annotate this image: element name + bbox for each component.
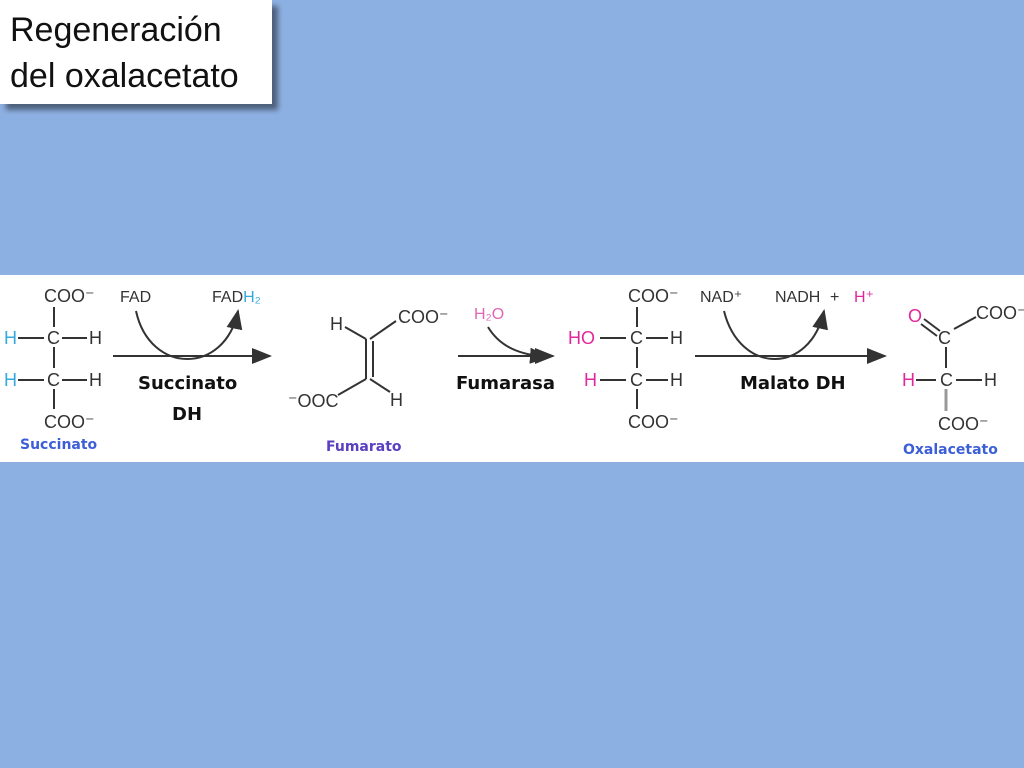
enzyme-2: Fumarasa [456, 373, 555, 394]
fad-label: FAD [120, 289, 151, 306]
succinato-h-right-2: H [89, 370, 102, 390]
reaction-strip: COO⁻ C H H C H H COO⁻ Succinato FAD FADH… [0, 275, 1024, 462]
fumarato-label: Fumarato [326, 439, 402, 455]
malato-c1: C [630, 328, 643, 348]
oxalacetato-c1: C [938, 328, 951, 348]
malato-coo-top: COO⁻ [628, 286, 679, 306]
oxalacetato-coo-bottom: COO⁻ [938, 414, 989, 434]
enzyme-1-line-1: Succinato [138, 373, 237, 394]
reaction-diagram: COO⁻ C H H C H H COO⁻ Succinato FAD FADH… [4, 286, 1024, 458]
fumarato-h-bottom: H [390, 390, 403, 410]
malato-h-right-1: H [670, 328, 683, 348]
fadh2-h2-part: H₂ [243, 289, 261, 306]
reaction-1: FAD FADH₂ Succinato DH [113, 289, 272, 425]
fumarato-ooc-bottom: ⁻OOC [288, 391, 339, 411]
enzyme-3: Malato DH [740, 373, 846, 394]
malato-structure: COO⁻ HO C H H C H COO⁻ [568, 286, 683, 432]
fumarato-structure: H COO⁻ ⁻OOC H Fumarato [288, 307, 449, 455]
nadh-label: NADH [775, 289, 820, 306]
succinato-c2: C [47, 370, 60, 390]
oxalacetato-coo-top: COO⁻ [976, 303, 1024, 323]
bond [337, 378, 367, 396]
double-bond-b [920, 323, 938, 337]
succinato-c1: C [47, 328, 60, 348]
oxalacetato-h-right: H [984, 370, 997, 390]
water-label: H₂O [474, 306, 504, 323]
reaction-2: H₂O Fumarasa [456, 306, 555, 394]
fadh2-text: FADH₂ [212, 289, 261, 306]
bond [369, 320, 397, 340]
plus-sign: + [830, 289, 839, 306]
oxalacetato-h-left: H [902, 370, 915, 390]
fadh2-label: FADH₂ [212, 289, 261, 306]
reaction-3: NAD⁺ NADH + H⁺ Malato DH [695, 289, 887, 394]
bond [369, 378, 391, 393]
nad-label: NAD⁺ [700, 289, 742, 306]
malato-h-left-2: H [584, 370, 597, 390]
title-line-2: del oxalacetato [10, 57, 239, 95]
fumarato-h-top: H [330, 314, 343, 334]
bond [344, 326, 367, 340]
oxalacetato-label: Oxalacetato [903, 442, 998, 458]
fadh2-fad-part: FAD [212, 289, 243, 306]
title-line-1: Regeneración [10, 11, 222, 49]
malato-c2: C [630, 370, 643, 390]
malato-ho: HO [568, 328, 595, 348]
proton-label: H⁺ [854, 289, 874, 306]
fumarato-coo-top: COO⁻ [398, 307, 449, 327]
oxalacetato-o: O [908, 306, 922, 326]
double-bond-a [923, 318, 941, 332]
water-curve-arrow [487, 326, 550, 364]
succinato-h-left-1: H [4, 328, 17, 348]
succinato-coo-bottom: COO⁻ [44, 412, 95, 432]
succinato-coo-top: COO⁻ [44, 286, 95, 306]
oxalacetato-c2: C [940, 370, 953, 390]
fad-curve-arrow [135, 309, 243, 360]
oxalacetato-structure: O C COO⁻ H C H COO⁻ Oxalacetato [902, 303, 1024, 458]
nad-curve-arrow [723, 309, 828, 360]
enzyme-1-line-2: DH [172, 404, 202, 425]
succinato-h-left-2: H [4, 370, 17, 390]
succinato-label: Succinato [20, 437, 98, 453]
succinato-h-right-1: H [89, 328, 102, 348]
succinato-structure: COO⁻ C H H C H H COO⁻ Succinato [4, 286, 102, 453]
bond [953, 316, 977, 330]
slide-title: Regeneración del oxalacetato [10, 7, 239, 99]
malato-h-right-2: H [670, 370, 683, 390]
malato-coo-bottom: COO⁻ [628, 412, 679, 432]
title-box: Regeneración del oxalacetato [0, 0, 272, 104]
